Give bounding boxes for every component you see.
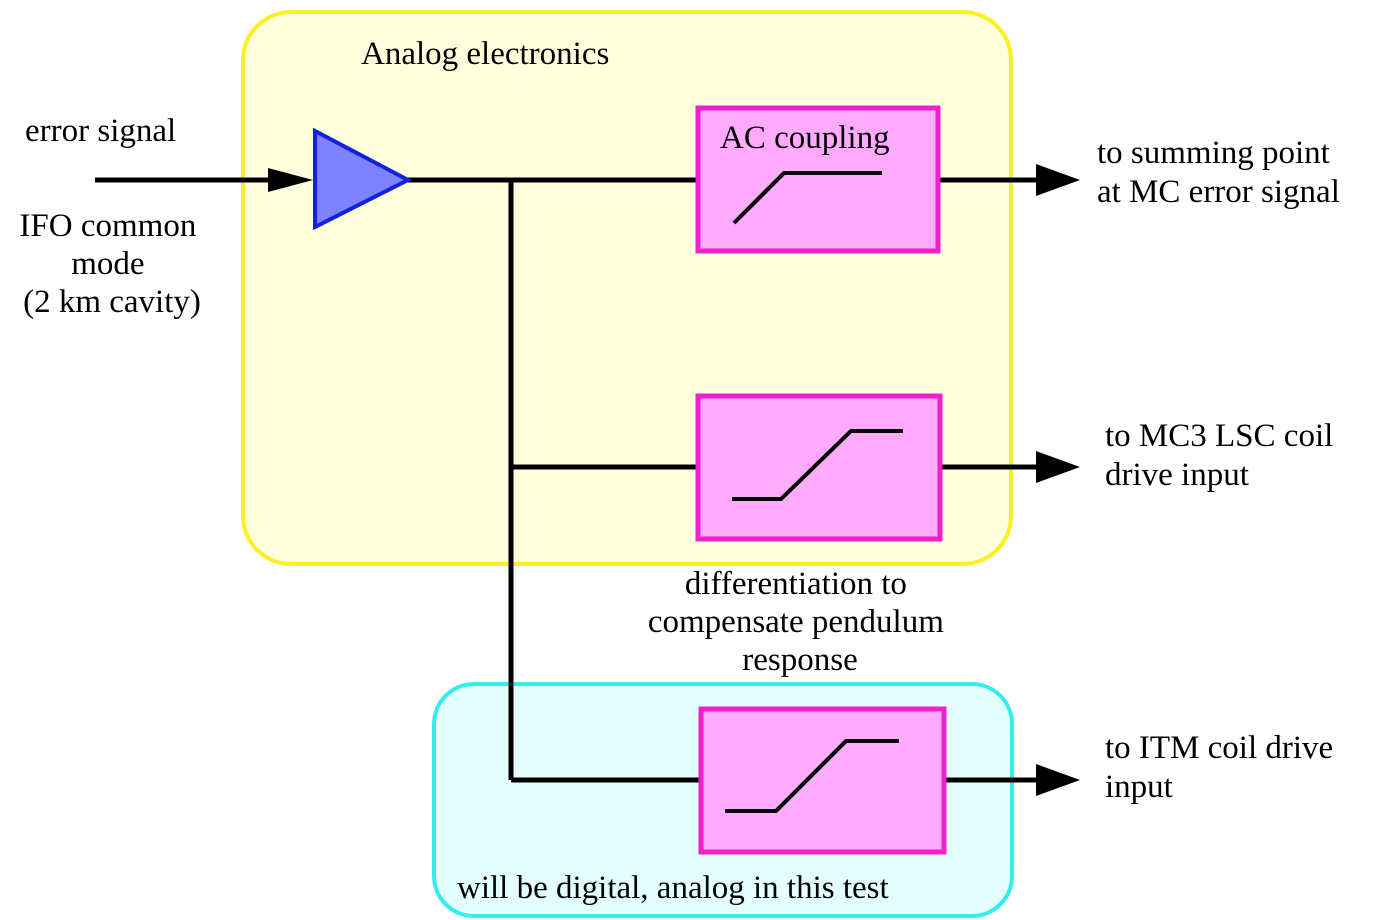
itm-output-arrowhead [1036, 764, 1080, 796]
input-arrowhead [268, 168, 313, 192]
itm-filter [698, 706, 947, 855]
differentiator-response-icon [732, 429, 903, 501]
amplifier-triangle [313, 127, 413, 231]
input-label-common-mode: IFO common mode (2 km cavity) [19, 208, 204, 320]
differentiation-caption: differentiation to compensate pendulum r… [648, 566, 952, 678]
output-label-summing-point: to summing point at MC error signal [1097, 135, 1340, 210]
output-label-itm: to ITM coil drive input [1105, 730, 1341, 805]
digital-region-caption: will be digital, analog in this test [457, 870, 889, 906]
highpass-response-icon [732, 171, 882, 225]
mc3-output-arrowhead [1036, 451, 1080, 483]
mc3-differentiation-filter [695, 393, 943, 542]
ac-coupling-filter [695, 105, 941, 254]
itm-differentiator-response-icon [725, 739, 899, 813]
ac-coupling-label: AC coupling [720, 120, 890, 156]
output-label-mc3-lsc: to MC3 LSC coil drive input [1105, 418, 1342, 493]
summing-output-arrowhead [1036, 164, 1080, 196]
analog-region-title: Analog electronics [361, 36, 609, 72]
signal-wiring [95, 168, 1040, 783]
input-label-error-signal: error signal [25, 113, 176, 149]
